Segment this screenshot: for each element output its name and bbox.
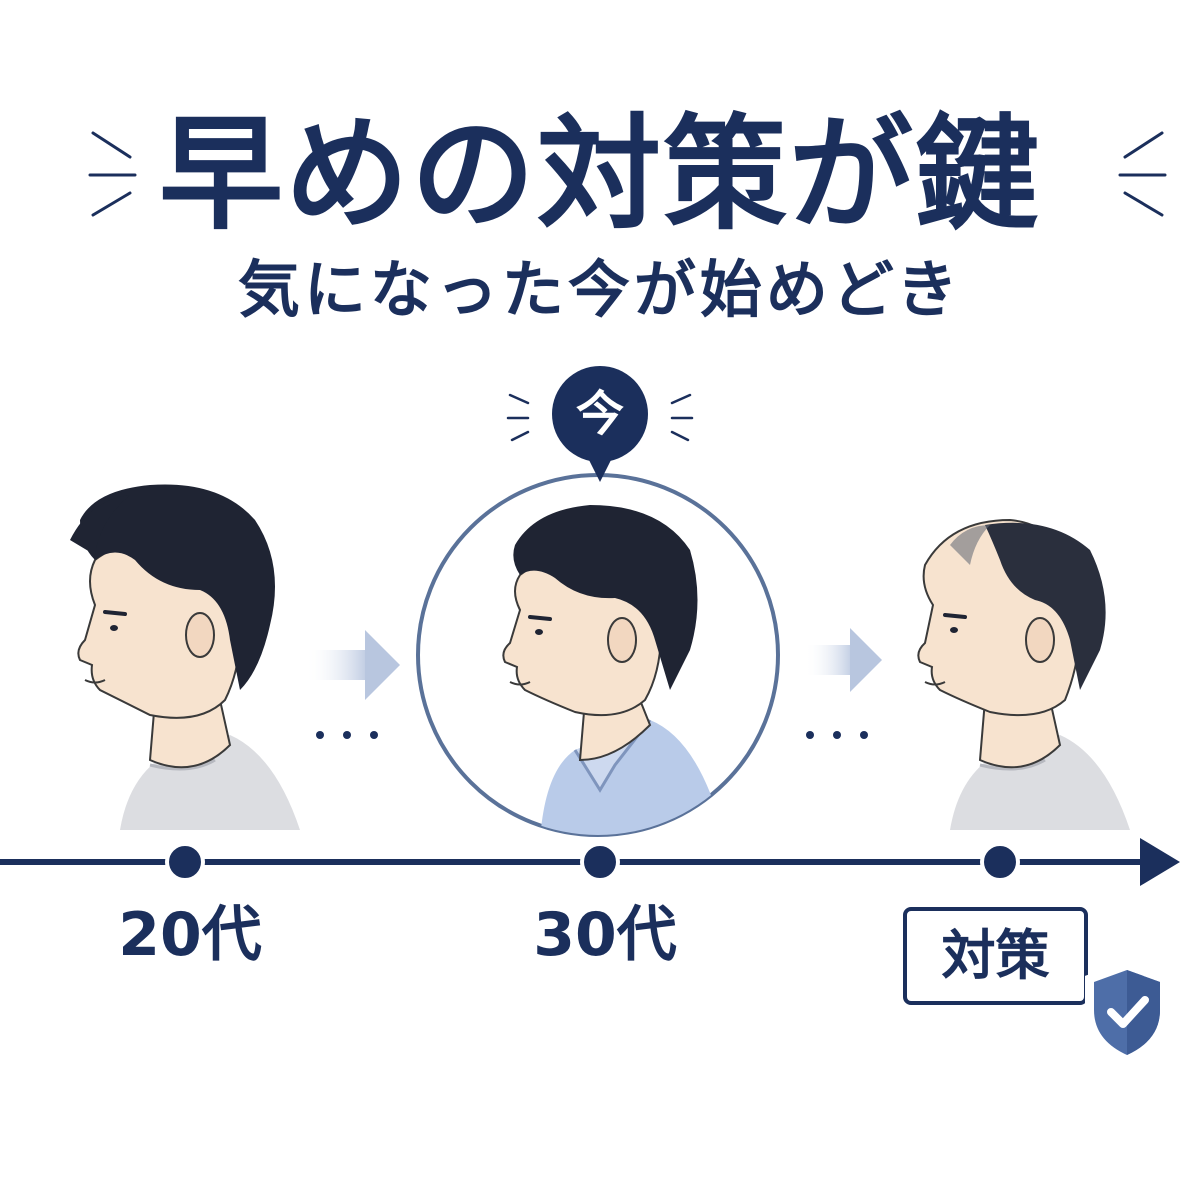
arrow-right-icon [805,628,882,692]
ellipsis-icon [316,731,378,739]
stage-label-20s: 20代 [118,900,262,970]
badge-burst-icon [506,393,694,442]
person-thinning [917,518,1130,830]
countermeasure-label: 対策 [941,924,1050,987]
ellipsis-icon [806,731,868,739]
page-subtitle: 気になった今が始めどき [237,253,963,326]
stage-label-30s: 30代 [533,900,677,970]
person-20s [70,484,300,830]
shield-check-icon [1085,960,1169,1065]
page-title: 早めの対策が鍵 [158,103,1041,247]
title-burst-right-icon [1118,131,1167,217]
countermeasure-box [903,907,1088,1005]
now-badge-label: 今 [575,386,624,442]
title-burst-left-icon [88,131,137,217]
person-30s [502,505,725,835]
speech-bubble-icon [552,366,648,482]
timeline-axis [0,838,1180,886]
arrow-right-icon [305,630,400,700]
